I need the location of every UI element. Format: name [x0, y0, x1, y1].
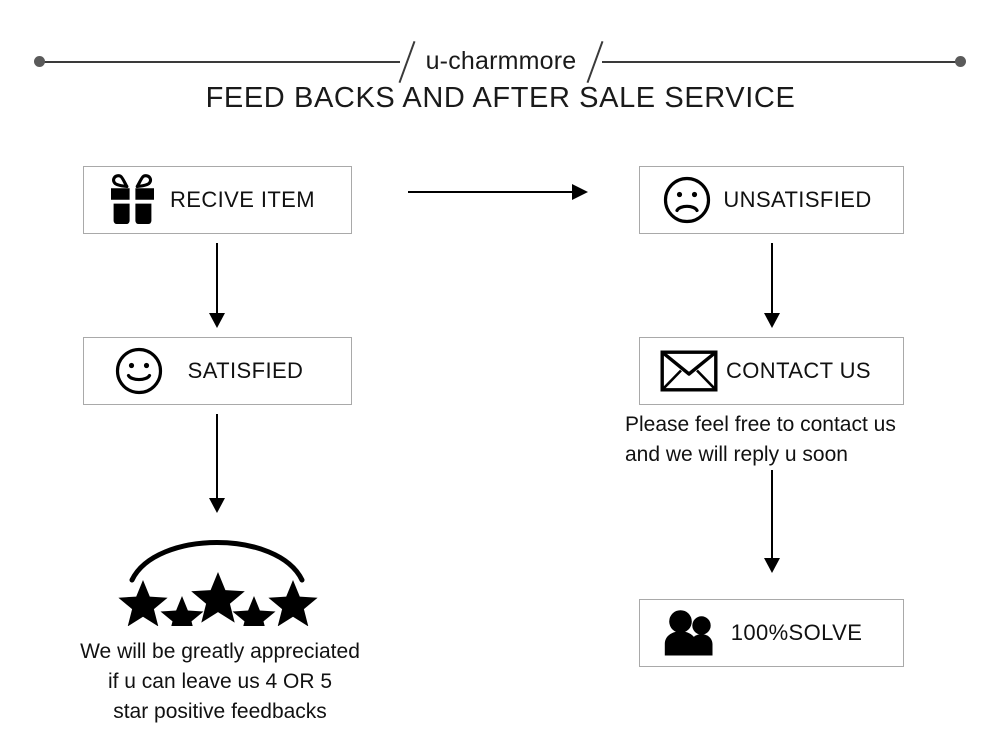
- page-title: FEED BACKS AND AFTER SALE SERVICE: [205, 82, 796, 114]
- arrow-head: [764, 313, 780, 328]
- two-people-icon: [664, 610, 720, 656]
- arrow-head: [209, 498, 225, 513]
- arrow-head: [764, 558, 780, 573]
- flow-box-satisfied: SATISFIED: [83, 337, 352, 405]
- arrow-shaft: [216, 243, 218, 315]
- arrow-unsatisfied-to-contact: [760, 243, 784, 328]
- stars-caption: We will be greatly appreciated if u can …: [80, 640, 360, 723]
- smiley-happy-icon: [114, 346, 164, 396]
- arrow-shaft: [216, 414, 218, 500]
- arrow-shaft: [771, 470, 773, 560]
- gift-icon: [106, 174, 160, 226]
- flow-box-100-percent-solve: 100%SOLVE: [639, 599, 904, 667]
- flow-box-label: SATISFIED: [187, 358, 304, 383]
- five-star-rating-graphic: [110, 528, 325, 637]
- envelope-icon: [660, 350, 718, 392]
- flow-box-recive-item: RECIVE ITEM: [83, 166, 352, 234]
- flow-box-label: CONTACT US: [726, 358, 871, 383]
- flow-box-unsatisfied: UNSATISFIED: [639, 166, 904, 234]
- flow-box-contact-us: CONTACT US: [639, 337, 904, 405]
- brand-divider-dot-right: [955, 56, 966, 67]
- brand-name: u-charmmore: [425, 47, 577, 75]
- smiley-sad-icon: [662, 175, 712, 225]
- star-1: [118, 580, 168, 627]
- arrow-recive-to-satisfied: [205, 243, 229, 328]
- brand-name-backdrop: [400, 44, 602, 80]
- arrow-recive-to-unsatisfied: [408, 181, 588, 203]
- arrow-head: [572, 184, 588, 200]
- arrow-shaft: [771, 243, 773, 315]
- arrow-satisfied-to-stars: [205, 414, 229, 514]
- star-5: [268, 580, 318, 627]
- flow-box-label: UNSATISFIED: [723, 187, 872, 212]
- star-4: [232, 596, 276, 637]
- arrow-shaft: [408, 191, 574, 193]
- flow-box-label: RECIVE ITEM: [170, 187, 315, 212]
- star-3: [191, 572, 245, 623]
- star-2: [160, 596, 204, 637]
- arrow-contact-to-solve: [760, 470, 784, 575]
- arrow-head: [209, 313, 225, 328]
- brand-divider-dot-left: [34, 56, 45, 67]
- flow-box-label: 100%SOLVE: [730, 620, 863, 645]
- contact-caption: Please feel free to contact us and we wi…: [625, 413, 896, 466]
